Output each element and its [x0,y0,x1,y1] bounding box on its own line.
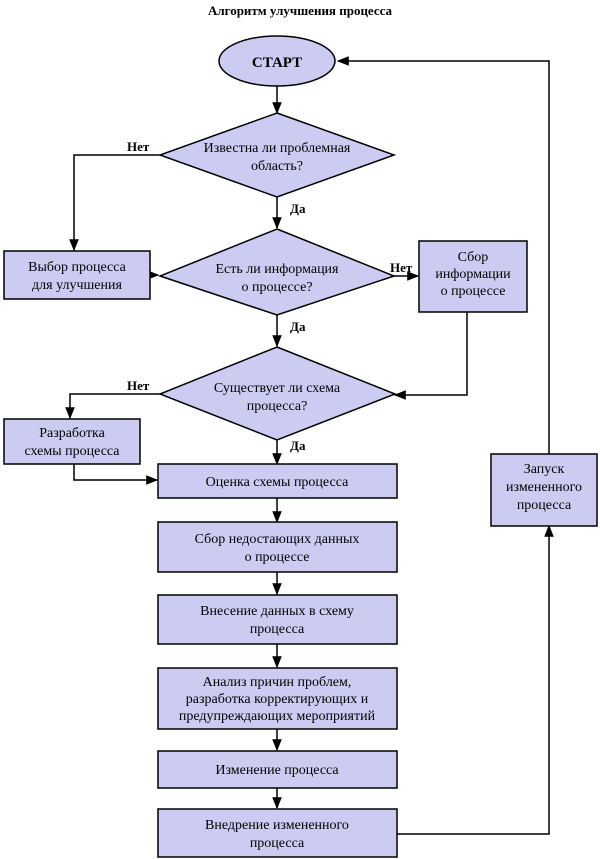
process-collect-info-line-1: Сбор [458,250,489,265]
edge-known-no [69,154,160,252]
process-change: Изменение процесса [157,750,398,789]
process-select-for-improvement: Выбор процесса для улучшения [3,250,151,300]
label-info-no: Нет [390,260,413,275]
branch-labels: Нет Да Нет Да Нет Да [127,139,413,453]
edge-launch-to-start [336,56,550,454]
process-launch-changed-line-1: Запуск [524,462,565,477]
process-enter-data: Внесение данных в схему процесса [157,594,398,645]
process-implement-line-2: процесса [250,836,305,851]
process-develop-scheme: Разработка схемы процесса [3,418,141,465]
diagram-title: Алгоритм улучшения процесса [208,3,393,18]
edge-scheme-no [65,393,160,420]
process-collect-info: Сбор информации о процессе [418,240,528,313]
decision-has-process-info: Есть ли информация о процессе? [157,228,397,316]
process-launch-changed-line-3: процесса [517,498,572,513]
start-node-label: СТАРТ [252,55,302,71]
edge-implement-to-launch [397,524,554,835]
process-collect-missing-data-line-2: о процессе [245,550,310,565]
decision-has-process-info-line-2: о процессе? [241,280,312,295]
decision-known-problem-area-line-1: Известна ли проблемная [204,141,351,156]
process-select-for-improvement-line-1: Выбор процесса [28,260,127,275]
label-known-yes: Да [290,201,306,216]
process-collect-missing-data: Сбор недостающих данных о процессе [157,521,398,573]
process-develop-scheme-line-2: схемы процесса [24,444,120,459]
decision-process-scheme-exists: Существует ли схема процесса? [157,346,398,441]
process-evaluate-scheme: Оценка схемы процесса [157,463,398,499]
process-collect-info-line-2: информации [435,267,511,282]
decision-known-problem-area-line-2: область? [251,159,303,174]
process-develop-scheme-line-1: Разработка [39,426,105,441]
label-scheme-no: Нет [127,378,150,393]
label-scheme-yes: Да [290,438,306,453]
decision-known-problem-area: Известна ли проблемная область? [157,112,397,198]
process-analysis-line-2: разработка корректирующих и [186,692,369,707]
process-analysis: Анализ причин проблем, разработка коррек… [157,667,398,730]
process-enter-data-line-1: Внесение данных в схему [200,604,354,619]
process-collect-missing-data-line-1: Сбор недостающих данных [195,532,360,547]
decision-process-scheme-exists-line-2: процесса? [247,399,308,414]
label-info-yes: Да [290,319,306,334]
process-enter-data-line-2: процесса [250,622,305,637]
decision-process-scheme-exists-line-1: Существует ли схема [214,381,341,396]
process-launch-changed-line-2: измененного [506,480,582,495]
edge-develop-to-evaluate [73,464,159,485]
process-select-for-improvement-line-2: для улучшения [32,278,122,293]
connectors [65,56,554,835]
process-analysis-line-1: Анализ причин проблем, [203,675,352,690]
process-launch-changed: Запуск измененного процесса [490,453,598,527]
process-evaluate-scheme-label: Оценка схемы процесса [206,475,349,490]
process-implement: Внедрение измененного процесса [157,808,398,858]
process-analysis-line-3: предупреждающих мероприятий [179,709,376,724]
start-node: СТАРТ [218,35,336,87]
label-known-no: Нет [127,139,150,154]
edge-collect-to-scheme [393,312,468,400]
process-collect-info-line-3: о процессе [441,284,506,299]
decision-has-process-info-line-1: Есть ли информация [216,262,340,277]
process-implement-line-1: Внедрение измененного [205,818,349,833]
process-change-label: Изменение процесса [215,763,339,778]
